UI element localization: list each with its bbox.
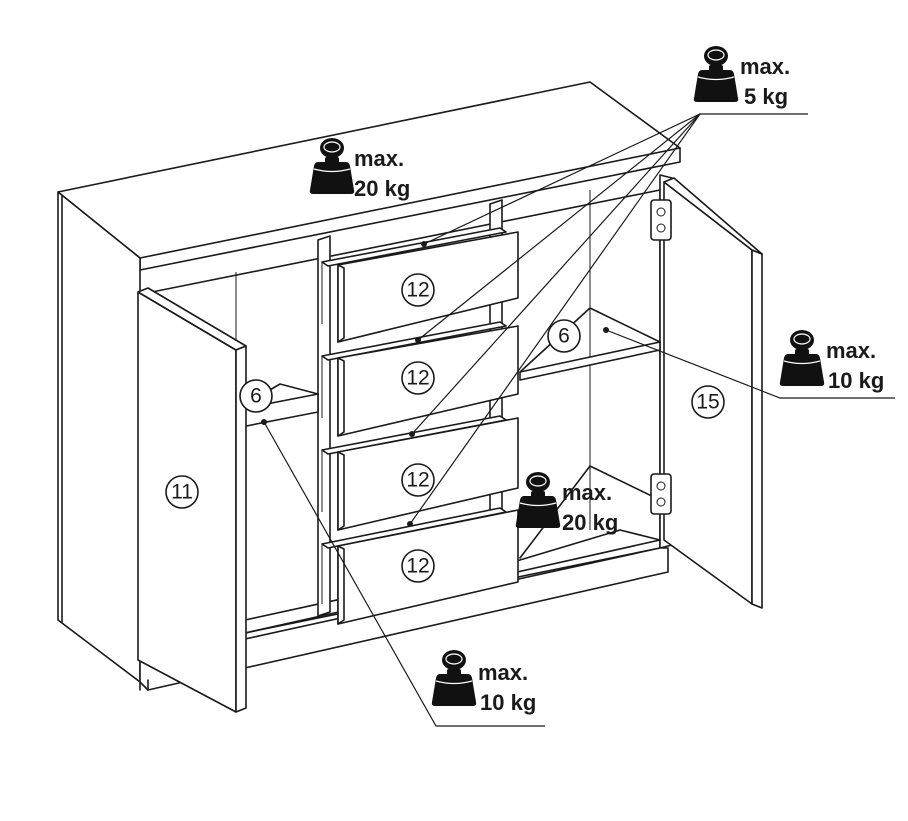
- part-number-drawer-2: 12: [401, 361, 435, 395]
- lower-hinge: [650, 473, 672, 515]
- part-number-drawer-4: 12: [401, 549, 435, 583]
- right-shelf: [519, 341, 661, 381]
- svg-text:max.: max.: [354, 146, 404, 171]
- load-limit-bottom: max. 20 kg: [515, 471, 618, 535]
- svg-text:12: 12: [406, 469, 429, 492]
- load-limit-top: max. 20 kg: [309, 137, 410, 201]
- svg-text:11: 11: [171, 481, 193, 504]
- part-number-drawer-3: 12: [401, 463, 435, 497]
- weight-icon: [431, 649, 477, 707]
- upper-hinge: [650, 199, 672, 241]
- svg-text:max.: max.: [740, 54, 790, 79]
- left-side-panel: [57, 191, 141, 683]
- leader-lines: [263, 113, 895, 727]
- part-number-right-door: 15: [691, 385, 725, 419]
- svg-text:max.: max.: [478, 660, 528, 685]
- part-number-left-door: 11: [165, 475, 199, 509]
- weight-icon: [693, 45, 739, 103]
- svg-text:12: 12: [406, 367, 429, 390]
- load-limit-left-shelf: max. 10 kg: [431, 649, 536, 715]
- svg-text:10 kg: 10 kg: [828, 368, 884, 393]
- part-number-right-shelf: 6: [547, 319, 581, 353]
- left-divider: [317, 235, 331, 617]
- svg-text:max.: max.: [562, 480, 612, 505]
- svg-text:20 kg: 20 kg: [354, 176, 410, 201]
- svg-text:5 kg: 5 kg: [744, 84, 788, 109]
- svg-text:15: 15: [696, 391, 719, 414]
- load-limit-drawers: max. 5 kg: [693, 45, 790, 109]
- svg-text:20 kg: 20 kg: [562, 510, 618, 535]
- svg-text:12: 12: [406, 279, 429, 302]
- load-limit-right-shelf: max. 10 kg: [779, 329, 884, 393]
- svg-text:6: 6: [250, 385, 262, 408]
- svg-text:12: 12: [406, 555, 429, 578]
- svg-text:10 kg: 10 kg: [480, 690, 536, 715]
- weight-icon: [779, 329, 825, 387]
- part-number-left-shelf: 6: [239, 379, 273, 413]
- svg-text:6: 6: [558, 325, 570, 348]
- part-number-drawer-1: 12: [401, 273, 435, 307]
- svg-text:max.: max.: [826, 338, 876, 363]
- leader-dots: [261, 241, 609, 527]
